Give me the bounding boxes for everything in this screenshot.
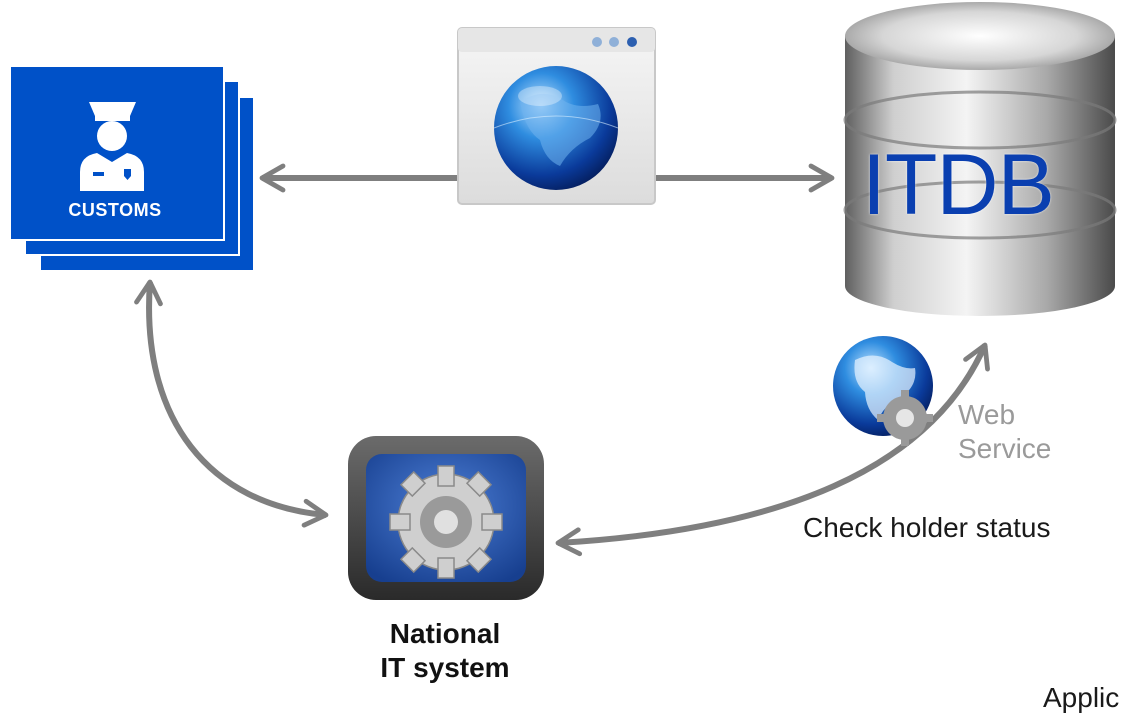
national-line1: National (389, 618, 501, 649)
national-it-system-label: National IT system (330, 617, 560, 685)
itdb-label: ITDB (862, 137, 1055, 233)
customs-officer-icon (80, 102, 144, 191)
globe-icon (493, 66, 619, 190)
gear-app-icon (348, 436, 544, 600)
arrow-national-itdb (555, 342, 990, 557)
customs-card-stack (9, 65, 255, 272)
web-service-line1: Web (958, 399, 1016, 430)
national-line2: IT system (380, 652, 510, 684)
truncated-label: Applic (1043, 682, 1120, 713)
web-service-line2: Service (958, 432, 1052, 464)
globe-gear-icon (833, 336, 933, 446)
web-service-label: Web Service (958, 398, 1051, 465)
customs-label: CUSTOMS (68, 200, 162, 220)
check-status-label: Check holder status (803, 512, 1051, 543)
database-icon (843, 2, 1117, 316)
arrow-customs-national (134, 279, 329, 528)
